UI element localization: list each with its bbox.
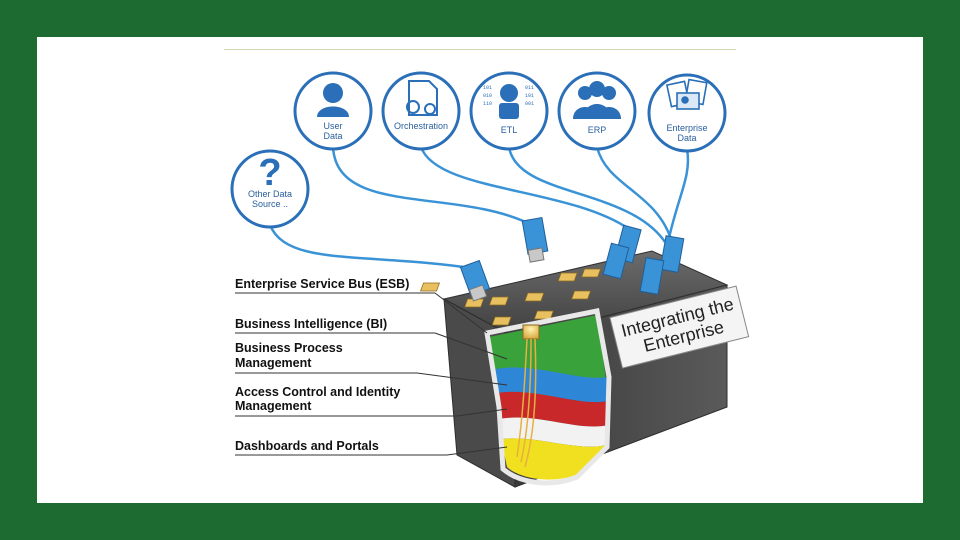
label-acl-1: Access Control and Identity <box>235 385 400 399</box>
source-other: ? Other Data Source .. <box>230 149 310 229</box>
question-mark-icon: ? <box>258 152 281 194</box>
connector-2 <box>521 216 549 263</box>
source-orch-label: Orchestration <box>394 121 448 131</box>
svg-text:010: 010 <box>483 93 492 99</box>
source-erp-label: ERP <box>588 125 607 135</box>
connectors <box>459 216 685 302</box>
gears-document-icon <box>406 80 438 116</box>
cables <box>268 146 690 271</box>
enterprise-integration-diagram: Integrating the Enterprise ? Other Data … <box>230 71 750 488</box>
ports <box>420 268 602 326</box>
svg-text:101: 101 <box>525 93 534 99</box>
label-bpm-1: Business Process <box>235 341 343 355</box>
source-ent-label-1: Enterprise <box>666 123 707 133</box>
cable-etl <box>507 146 667 243</box>
source-other-label-2: Source .. <box>252 199 288 209</box>
connector-4 <box>602 242 630 280</box>
layer-labels: Enterprise Service Bus (ESB) Business In… <box>235 277 508 456</box>
svg-text:110: 110 <box>483 101 492 107</box>
connector-1 <box>459 259 491 302</box>
documents-id-icon <box>665 78 708 110</box>
source-etl-label: ETL <box>501 125 518 135</box>
layer-bpm-fill <box>495 367 609 403</box>
person-icon <box>317 83 349 117</box>
svg-text:011: 011 <box>525 85 534 91</box>
label-bi: Business Intelligence (BI) <box>235 317 387 331</box>
source-user: User Data <box>293 71 373 151</box>
cable-ent <box>665 148 690 248</box>
svg-text:001: 001 <box>525 101 534 107</box>
connector-5 <box>659 235 685 273</box>
shield-outline <box>484 308 612 486</box>
label-acl-2: Management <box>235 399 312 413</box>
source-etl: 101 010 110 011 101 001 ETL <box>469 71 549 151</box>
source-user-label-1: User <box>323 121 342 131</box>
label-bpm-2: Management <box>235 356 312 370</box>
source-orchestration: Orchestration <box>381 71 461 151</box>
slide: Integrating the Enterprise ? Other Data … <box>37 37 923 503</box>
source-erp: ERP <box>557 71 637 151</box>
robot-icon <box>499 84 519 119</box>
layer-dash-fill <box>501 438 607 480</box>
cable-user <box>331 146 533 227</box>
source-other-label-1: Other Data <box>248 189 292 199</box>
binary-code-icon: 101 010 110 011 101 001 <box>483 85 534 107</box>
label-dashboards: Dashboards and Portals <box>235 439 379 453</box>
label-esb: Enterprise Service Bus (ESB) <box>235 277 409 291</box>
cable-other <box>268 224 478 271</box>
connector-6 <box>639 257 665 295</box>
svg-text:101: 101 <box>483 85 492 91</box>
chip <box>522 324 540 340</box>
source-enterprise: Enterprise Data <box>647 73 727 153</box>
source-user-label-2: Data <box>323 131 342 141</box>
top-rule <box>224 49 736 50</box>
cable-orch <box>419 146 630 231</box>
cable-erp <box>595 146 674 243</box>
group-people-icon <box>573 81 621 119</box>
chip-wires <box>516 338 537 468</box>
layer-acl-fill <box>497 391 609 427</box>
layer-stack <box>484 308 612 486</box>
integration-box: Integrating the Enterprise <box>420 250 750 488</box>
source-ent-label-2: Data <box>677 133 696 143</box>
